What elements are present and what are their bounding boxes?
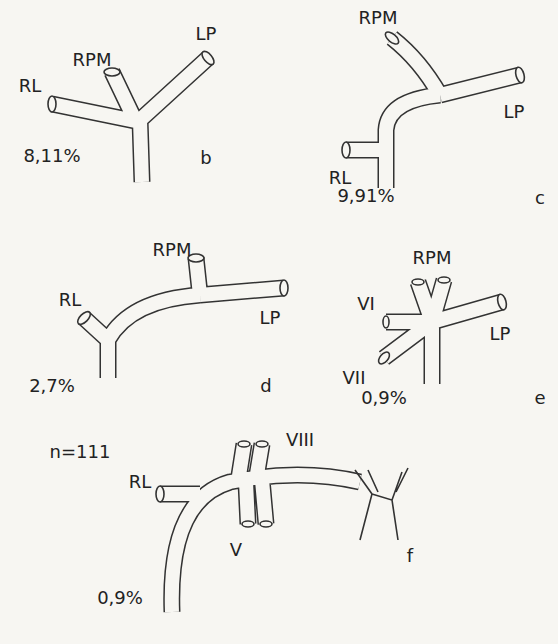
- percentage-label: 0,9%: [361, 389, 407, 407]
- branch-label: RPM: [73, 51, 112, 69]
- branch-label: RL: [329, 169, 352, 187]
- branch-label: RPM: [359, 9, 398, 27]
- branch-label: VI: [357, 295, 375, 313]
- branch-label: VII: [343, 369, 366, 387]
- sample-size: n=111: [50, 443, 111, 461]
- panel-letter: c: [535, 189, 545, 207]
- branch-label: RL: [19, 77, 42, 95]
- branch-label: RL: [59, 291, 82, 309]
- vessel-lumen: [52, 38, 520, 612]
- branch-label: RPM: [413, 249, 452, 267]
- branch-label: LP: [196, 25, 217, 43]
- vessel-outline: [52, 38, 520, 612]
- branch-label: V: [230, 541, 242, 559]
- branch-label: LP: [490, 325, 511, 343]
- vessel-ends: [48, 30, 526, 527]
- percentage-label: 9,91%: [337, 187, 394, 205]
- panel-letter: f: [407, 547, 413, 565]
- branch-label: RL: [129, 473, 152, 491]
- percentage-label: 0,9%: [97, 589, 143, 607]
- percentage-label: 8,11%: [23, 147, 80, 165]
- branch-label: RPM: [153, 241, 192, 259]
- panel-letter: b: [200, 149, 211, 167]
- branch-label: LP: [504, 103, 525, 121]
- panel-letter: e: [534, 389, 545, 407]
- panel-letter: d: [260, 377, 271, 395]
- branch-label: LP: [260, 309, 281, 327]
- liver-segment-figure: [355, 468, 408, 540]
- branch-label: VIII: [286, 431, 314, 449]
- percentage-label: 2,7%: [29, 377, 75, 395]
